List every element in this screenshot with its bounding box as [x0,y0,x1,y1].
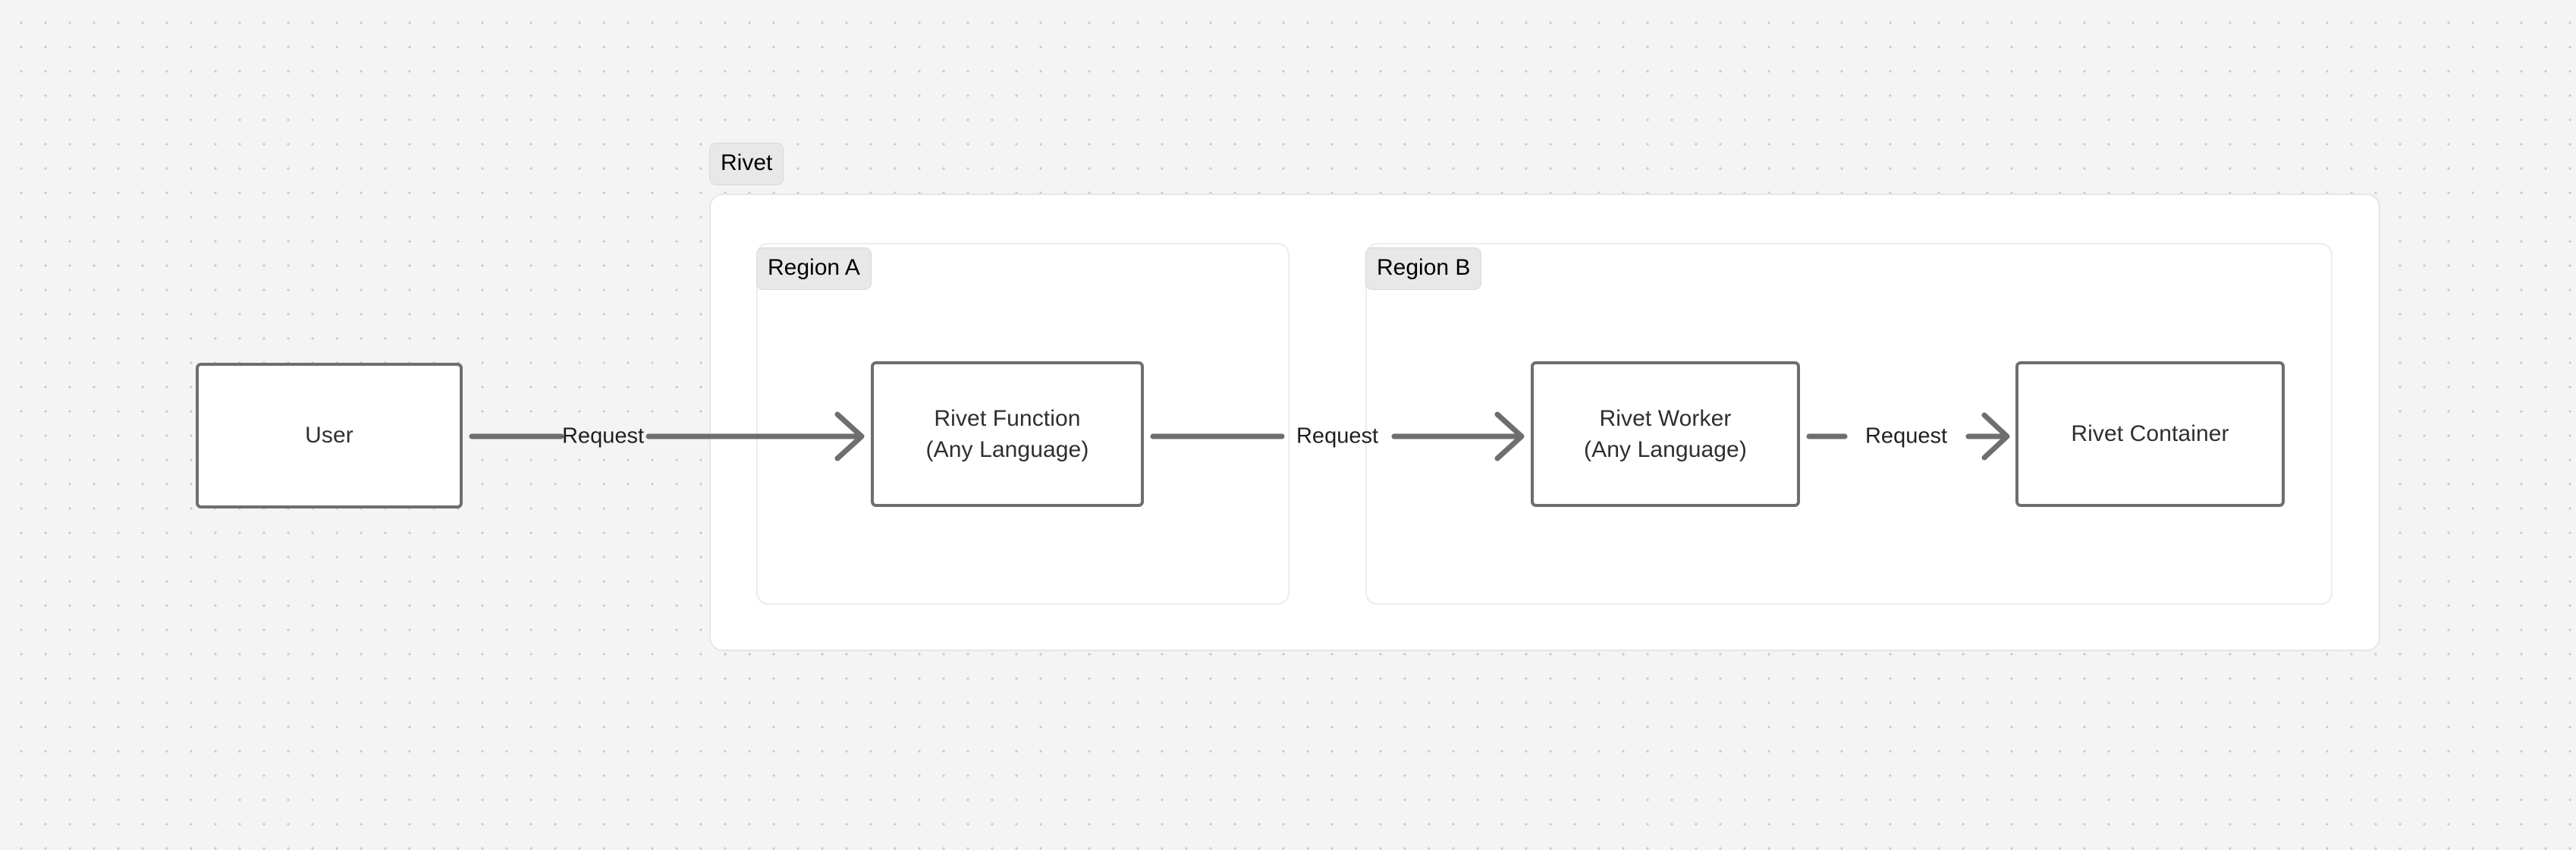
node-rivet-worker[interactable]: Rivet Worker (Any Language) [1531,361,1800,507]
node-rivet-worker-label-line1: Rivet Worker [1599,405,1732,431]
edge-label-function-to-worker: Request [1296,423,1379,449]
cluster-label-region-a[interactable]: Region A [756,247,872,290]
node-rivet-worker-label-line2: (Any Language) [1584,437,1747,462]
node-user[interactable]: User [196,363,463,508]
node-rivet-function-label-line2: (Any Language) [925,437,1089,462]
node-user-label-line1: User [305,423,353,449]
edge-label-worker-to-container: Request [1864,423,1948,449]
node-rivet-function[interactable]: Rivet Function (Any Language) [871,361,1144,507]
node-rivet-container-label-line1: Rivet Container [2071,421,2229,447]
node-rivet-function-label-line1: Rivet Function [934,405,1081,431]
edge-label-user-to-function: Request [561,423,645,449]
node-rivet-container[interactable]: Rivet Container [2015,361,2285,507]
cluster-label-rivet[interactable]: Rivet [709,143,784,185]
cluster-label-region-b[interactable]: Region B [1365,247,1482,290]
